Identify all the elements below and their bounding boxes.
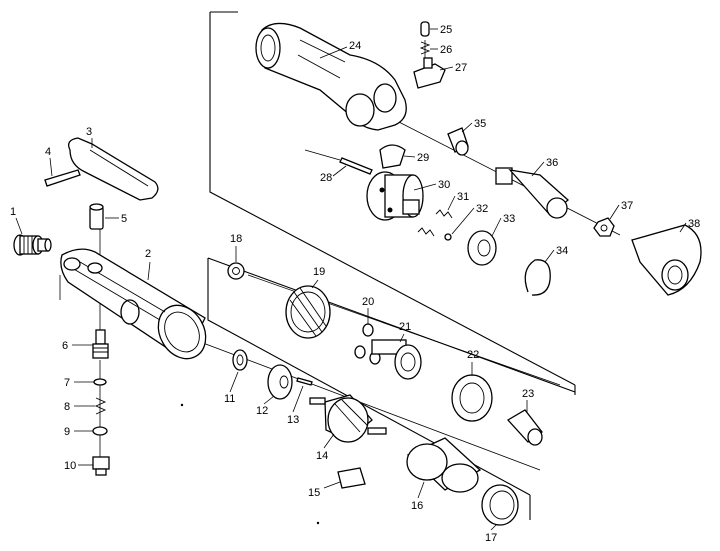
label-part-25: 25 [440,24,452,36]
label-part-32: 32 [476,203,488,215]
label-part-20: 20 [362,296,374,308]
part-bushing-35 [447,127,469,156]
label-part-9: 9 [64,426,70,438]
part-ratchet-housing [255,22,407,131]
part-o-ring-7 [93,378,107,386]
label-part-2: 2 [145,248,151,260]
label-part-6: 6 [62,340,68,352]
part-retaining-ring [524,259,551,296]
part-spring-31 [435,209,453,219]
part-throttle-lever [67,137,159,201]
part-number-labels: 1 2 3 4 5 6 7 8 9 10 11 12 13 14 15 16 1… [10,24,700,544]
label-part-22: 22 [467,349,479,361]
part-o-ring-9 [92,426,108,436]
label-part-19: 19 [313,266,325,278]
part-ratchet-yoke [366,171,424,221]
label-part-7: 7 [64,377,70,389]
label-part-5: 5 [121,213,127,225]
label-leaders [15,28,687,531]
label-part-30: 30 [438,179,450,191]
part-throttle-pin [89,203,104,230]
label-part-28: 28 [320,172,332,184]
label-part-35: 35 [474,118,486,130]
part-detent-ball [417,227,452,241]
label-part-17: 17 [485,532,497,544]
part-anvil [495,167,569,219]
part-bearing-18 [227,262,245,280]
part-nut [593,217,615,237]
part-planet-carrier [371,339,422,380]
part-lever-pin [44,169,81,187]
part-ring-gear [285,285,331,339]
label-part-10: 10 [64,460,76,472]
part-reverse-knob [413,57,446,89]
label-part-21: 21 [399,321,411,333]
label-part-12: 12 [256,405,268,417]
part-ratchet-head [631,224,702,296]
label-part-14: 14 [316,450,328,462]
part-cylinder [406,437,482,493]
label-part-11: 11 [224,393,235,405]
label-part-24: 24 [349,40,361,52]
label-part-26: 26 [440,44,452,56]
label-part-34: 34 [556,245,568,257]
scan-dots [180,403,320,525]
part-valve-plug [92,456,110,476]
label-part-33: 33 [503,213,515,225]
label-part-13: 13 [287,414,299,426]
part-valve-stem [92,329,109,359]
label-part-18: 18 [230,233,242,245]
label-part-1: 1 [10,206,16,218]
label-part-8: 8 [64,401,70,413]
part-inlet-bushing [13,234,52,256]
label-part-3: 3 [86,126,92,138]
label-part-31: 31 [457,191,469,203]
part-rear-end-plate [481,484,519,526]
label-part-4: 4 [45,146,51,158]
label-part-37: 37 [621,200,633,212]
label-part-36: 36 [546,157,558,169]
label-part-23: 23 [522,388,534,400]
part-pawl [379,144,406,169]
part-reverse-pin-cap [420,21,430,37]
part-washer-33 [467,230,497,266]
label-part-38: 38 [688,218,700,230]
part-pawl-pin [339,157,373,175]
part-reverse-spring [419,41,431,55]
part-spring-8 [94,397,107,415]
label-part-29: 29 [417,152,429,164]
label-part-16: 16 [411,500,423,512]
part-rotor-blade [337,467,366,489]
part-bearing-11 [232,349,248,371]
part-rotor [309,394,387,443]
part-clutch-ring [451,374,493,422]
frame-middle-assembly [207,257,576,520]
label-part-27: 27 [455,62,467,74]
frame-upper-assembly [209,11,576,395]
part-spacer [506,409,543,446]
part-pin-13 [296,377,313,386]
part-end-plate [267,364,293,400]
label-part-15: 15 [308,487,320,499]
part-motor-housing [60,248,207,360]
